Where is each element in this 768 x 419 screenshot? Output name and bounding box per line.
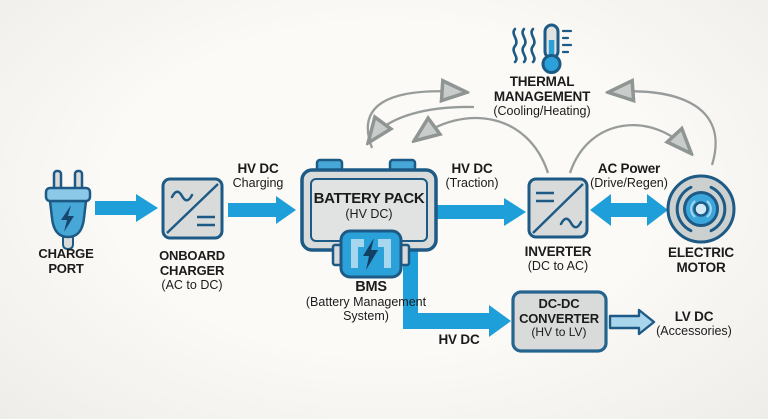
charge-port-plug-icon	[44, 169, 92, 251]
arrow-battery-to-inverter	[437, 198, 526, 226]
bms-sublabel-line2: System)	[343, 309, 389, 323]
onboard-charger-icon	[161, 177, 224, 240]
bms-sublabel: (Battery Management System)	[306, 295, 426, 323]
hv-dc-converter-label: HV DC	[438, 332, 480, 347]
thermal-arc-inverter-to-motor	[568, 124, 688, 174]
hv-dc-traction-sublabel: (Traction)	[445, 176, 499, 190]
electric-motor-label-line2: MOTOR	[676, 260, 726, 275]
charge-port-label-line2: PORT	[48, 261, 84, 276]
arrow-battery-to-dcdc-elbow	[403, 249, 511, 337]
battery-pack-icon	[300, 158, 438, 252]
bms-label: BMS	[355, 280, 387, 295]
thermal-management-sublabel: (Cooling/Heating)	[493, 104, 591, 118]
inverter-label: INVERTER (DC to AC)	[525, 244, 592, 273]
arrow-chargeport-to-charger	[95, 194, 158, 222]
arrow-charger-to-battery	[228, 196, 296, 224]
hv-dc-traction-label: HV DC	[451, 161, 493, 176]
hv-dc-charging-label: HV DC	[237, 161, 279, 176]
dcdc-converter-sublabel: (HV to LV)	[531, 325, 587, 339]
dcdc-converter-label: DC-DC CONVERTER (HV to LV)	[519, 296, 599, 340]
ac-power-flow-label: AC Power (Drive/Regen)	[590, 161, 668, 190]
electric-motor-icon	[666, 174, 736, 244]
thermal-arc-inverter-to-battery	[418, 118, 550, 174]
bms-sublabel-line1: (Battery Management	[305, 295, 427, 309]
arrow-inverter-motor-bidirectional	[590, 194, 668, 226]
hv-dc-converter-flow-label: HV DC	[438, 332, 479, 347]
charge-port-label-line1: CHARGE	[38, 246, 94, 261]
lv-dc-sublabel: (Accessories)	[656, 324, 732, 338]
battery-pack-label-text: BATTERY PACK	[313, 190, 425, 207]
bms-icon	[331, 229, 411, 279]
thermal-management-label-line1: THERMAL	[509, 74, 575, 89]
dcdc-converter-label-line1: DC-DC	[538, 296, 580, 311]
thermal-arc-motor-to-thermal	[613, 91, 717, 166]
hv-dc-charging-sublabel: Charging	[232, 176, 284, 190]
onboard-charger-sublabel: (AC to DC)	[161, 278, 223, 292]
battery-pack-label: BATTERY PACK (HV DC)	[313, 190, 425, 222]
thermal-management-label: THERMAL MANAGEMENT (Cooling/Heating)	[493, 74, 590, 118]
electric-motor-label-line1: ELECTRIC	[668, 245, 734, 260]
flow-arrows	[95, 194, 668, 337]
inverter-icon	[527, 177, 589, 239]
ac-power-sublabel: (Drive/Regen)	[590, 176, 668, 190]
onboard-charger-label: ONBOARD CHARGER (AC to DC)	[159, 248, 225, 292]
dcdc-converter-box	[511, 290, 608, 353]
onboard-charger-label-line2: CHARGER	[159, 263, 225, 278]
arrow-dcdc-to-lvdc	[608, 308, 656, 336]
hv-dc-charging-flow-label: HV DC Charging	[233, 161, 284, 190]
lv-dc-flow-label: LV DC (Accessories)	[656, 309, 732, 338]
inverter-label-text: INVERTER	[524, 244, 592, 259]
thermal-arc-battery-to-thermal	[366, 91, 462, 149]
charge-port-label: CHARGE PORT	[38, 246, 93, 276]
electric-motor-label: ELECTRIC MOTOR	[668, 245, 734, 275]
lv-dc-label: LV DC	[674, 309, 714, 324]
thermal-arc-thermal-to-battery	[371, 105, 475, 139]
bms-label-text: BMS	[355, 279, 387, 295]
thermal-management-label-line2: MANAGEMENT	[493, 89, 591, 104]
hv-dc-traction-flow-label: HV DC (Traction)	[445, 161, 498, 190]
dcdc-converter-label-line2: CONVERTER	[519, 311, 599, 326]
thermal-arcs	[366, 91, 717, 174]
ac-power-label: AC Power	[597, 161, 661, 176]
battery-pack-sublabel: (HV DC)	[345, 207, 393, 221]
thermometer-icon	[512, 23, 573, 74]
inverter-sublabel: (DC to AC)	[527, 259, 589, 273]
onboard-charger-label-line1: ONBOARD	[159, 248, 225, 263]
